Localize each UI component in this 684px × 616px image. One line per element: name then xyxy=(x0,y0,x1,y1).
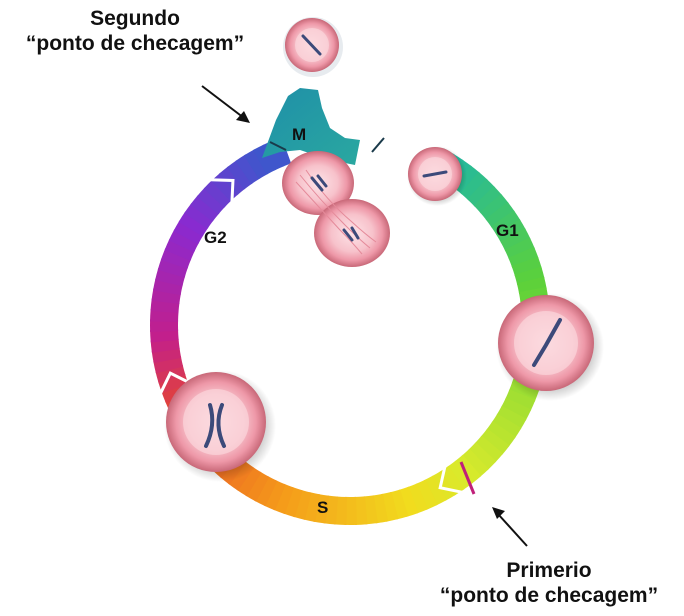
first-checkpoint-title: Primerio xyxy=(418,558,680,583)
cell-dividing-pair xyxy=(282,151,390,267)
arrow-first-checkpoint xyxy=(492,507,527,546)
second-checkpoint-subtitle: “ponto de checagem” xyxy=(4,31,266,56)
cell-top-daughter xyxy=(283,17,343,77)
phase-label-m: M xyxy=(292,125,306,144)
first-checkpoint-callout: Primerio “ponto de checagem” xyxy=(418,558,680,608)
first-checkpoint-subtitle: “ponto de checagem” xyxy=(418,583,680,608)
cell-g1-large xyxy=(496,293,604,401)
arrow-second-checkpoint xyxy=(202,86,250,123)
phase-label-g2: G2 xyxy=(204,228,227,247)
cell-g1-small xyxy=(407,146,467,206)
cell-s-phase xyxy=(164,370,276,482)
second-checkpoint-callout: Segundo “ponto de checagem” xyxy=(4,6,266,56)
g1-boundary-mark xyxy=(372,138,384,152)
phase-label-s: S xyxy=(317,498,328,517)
second-checkpoint-title: Segundo xyxy=(4,6,266,31)
phase-label-g1: G1 xyxy=(496,221,519,240)
